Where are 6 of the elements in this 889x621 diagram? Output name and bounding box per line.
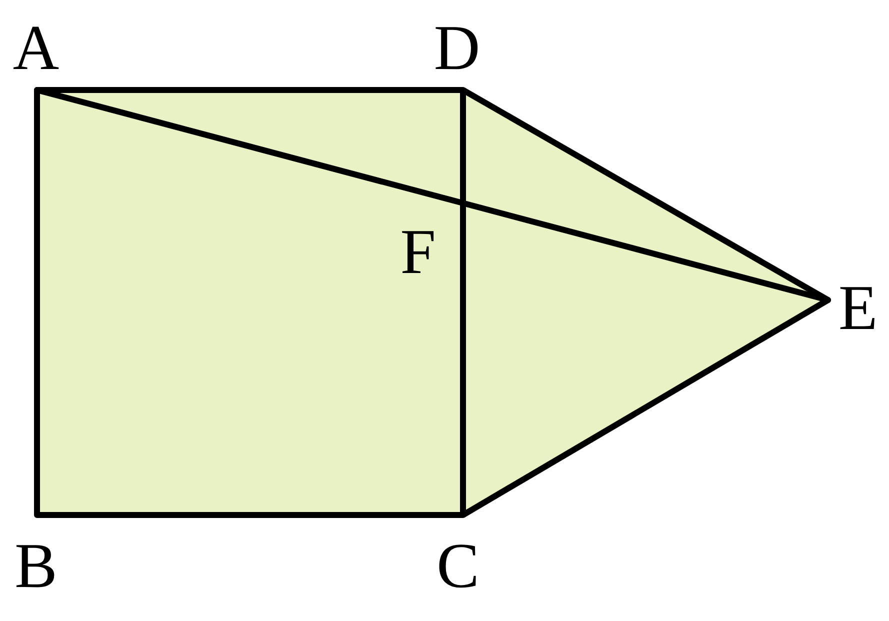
point-label: E — [838, 276, 878, 340]
point-label: A — [12, 16, 60, 80]
point-label: D — [434, 16, 480, 80]
point-label: F — [400, 220, 436, 284]
point-label: B — [14, 534, 58, 598]
point-label: C — [436, 534, 480, 598]
